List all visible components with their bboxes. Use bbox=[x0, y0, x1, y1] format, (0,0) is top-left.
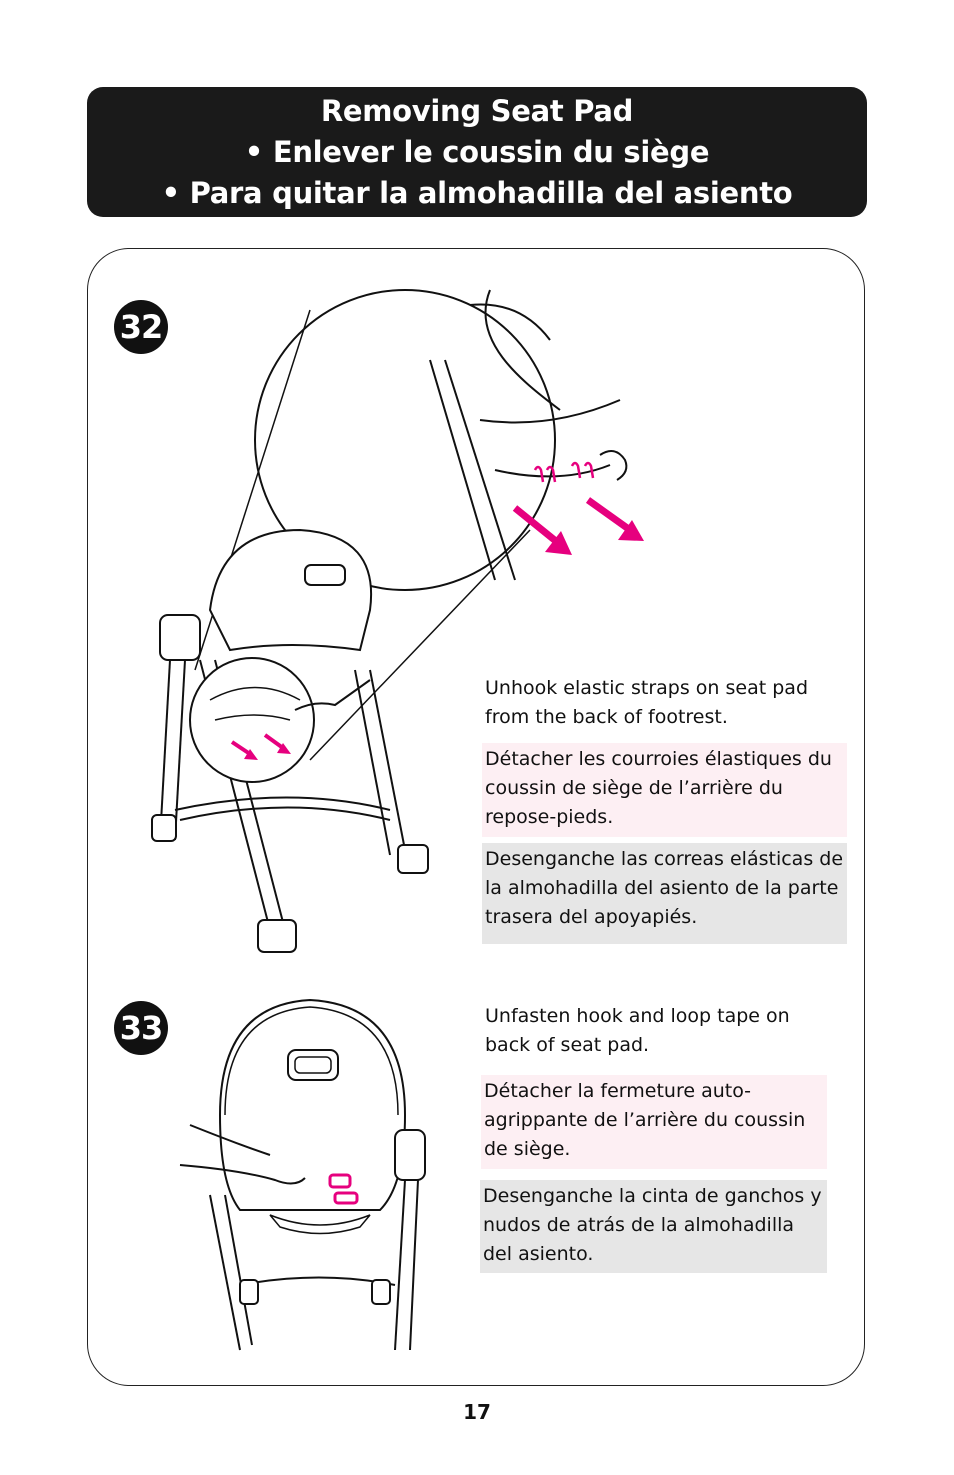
hand-step-33-right bbox=[189, 1124, 271, 1156]
pull-arrow-left-zoom bbox=[512, 505, 572, 555]
chair-side-hinge bbox=[159, 614, 201, 661]
zoom-detail-circle bbox=[254, 289, 556, 591]
step-33-text-fr: Détacher la fermeture auto-agrippante de… bbox=[481, 1075, 827, 1169]
pull-arrow-left-small bbox=[230, 740, 258, 760]
hand-step-32 bbox=[294, 679, 371, 711]
pull-arrow-right-small bbox=[263, 733, 291, 754]
header-title-fr: • Enlever le coussin du siège bbox=[244, 134, 710, 169]
step-32-text-en: Unhook elastic straps on seat pad from t… bbox=[485, 677, 808, 728]
step-32-badge: 32 bbox=[114, 300, 168, 354]
header-title-es: • Para quitar la almohadilla del asiento bbox=[161, 175, 793, 210]
chair-seat-back-rear bbox=[218, 998, 407, 1211]
header-title-en: Removing Seat Pad bbox=[320, 93, 634, 128]
section-header: Removing Seat Pad • Enlever le coussin d… bbox=[87, 87, 867, 217]
step-32-text-fr: Détacher les courroies élastiques du cou… bbox=[482, 743, 847, 837]
hook-loop-tape-1 bbox=[328, 1173, 352, 1189]
step-33-text-en: Unfasten hook and loop tape on back of s… bbox=[485, 1005, 790, 1056]
step-32-illustration bbox=[151, 289, 644, 953]
detail-circle-small bbox=[189, 657, 315, 783]
page-number: 17 bbox=[463, 1400, 491, 1424]
step-33-illustration bbox=[179, 998, 426, 1351]
hook-loop-tape-2 bbox=[333, 1191, 359, 1205]
pull-arrow-right-zoom bbox=[585, 497, 644, 541]
step-33-text-es: Desenganche la cinta de ganchos y nudos … bbox=[480, 1180, 827, 1273]
hand-step-33-left bbox=[179, 1164, 306, 1185]
step-33-badge: 33 bbox=[114, 1001, 168, 1055]
zoom-connector-bottom bbox=[309, 529, 531, 761]
chair-seat-back bbox=[208, 528, 373, 652]
step-32-text-es: Desenganche las correas elásticas de la … bbox=[482, 843, 847, 944]
